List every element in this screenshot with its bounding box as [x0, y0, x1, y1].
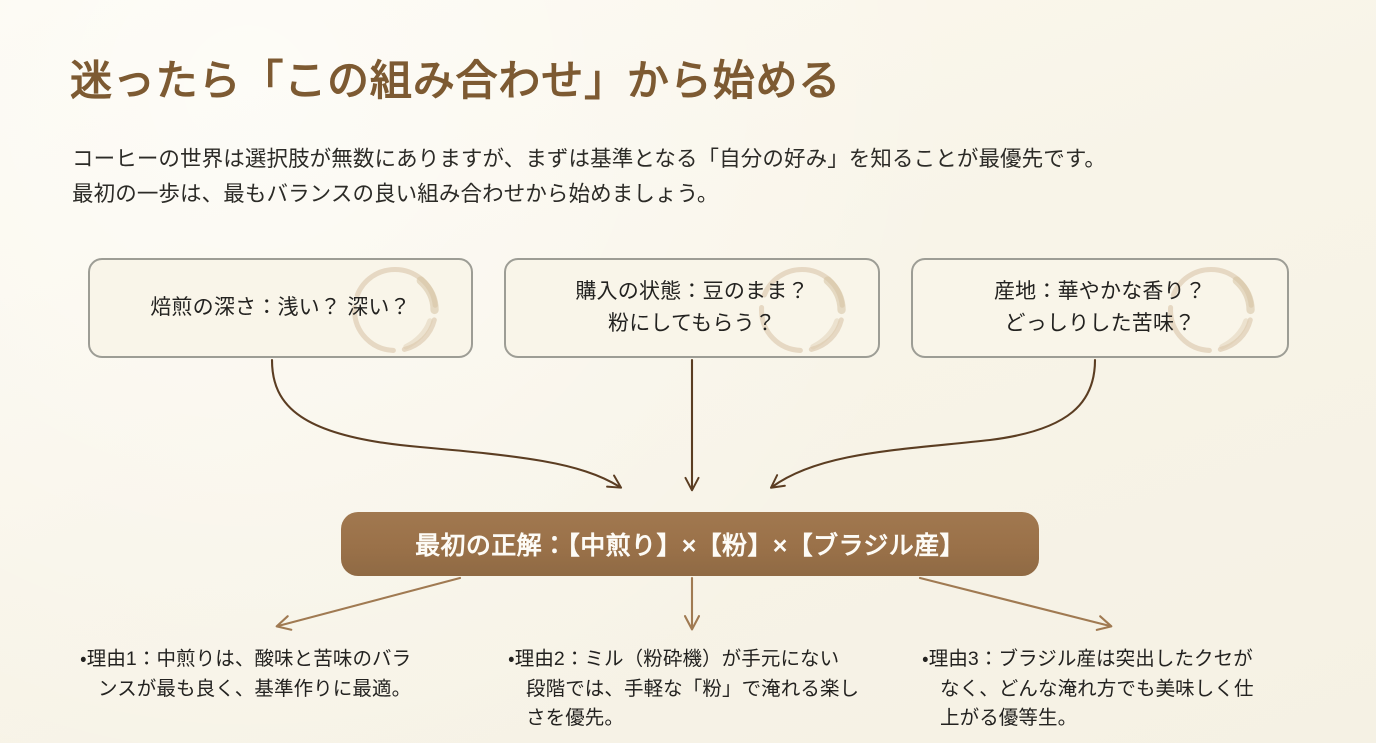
- arrow-origin-to-banner: [769, 358, 1097, 489]
- reason-item-3: ・理由3：ブラジル産は突出したクセが なく、どんな淹れ方でも美味しく仕 上がる優…: [922, 645, 1332, 734]
- reason-1-line-2: ンスが最も良く、基準作りに最適。: [98, 677, 412, 700]
- question-line-1: 産地：華やかな香り？: [993, 280, 1207, 304]
- question-card-origin[interactable]: 産地：華やかな香り？ どっしりした苦味？: [911, 258, 1289, 358]
- arrow-banner-to-reason-3: [918, 576, 1113, 631]
- arrow-roast-to-banner: [270, 358, 623, 489]
- reason-1-line-1: ・理由1：中煎りは、酸味と苦味のバラ: [80, 648, 412, 670]
- reason-2-line-1: ・理由2：ミル（粉砕機）が手元にない: [508, 648, 840, 670]
- question-card-text: 産地：華やかな香り？ どっしりした苦味？: [994, 276, 1206, 340]
- arrow-banner-to-reason-1: [275, 576, 462, 631]
- answer-banner-text: 最初の正解：【中煎り】×【粉】×【ブラジル産】: [415, 532, 965, 560]
- reason-2-line-3: さを優先。: [526, 707, 624, 730]
- question-line-2: どっしりした苦味？: [1004, 312, 1196, 335]
- reason-3-line-1: ・理由3：ブラジル産は突出したクセが: [922, 648, 1253, 670]
- question-card-text: 購入の状態：豆のまま？ 粉にしてもらう？: [575, 276, 808, 340]
- reason-3-line-2: なく、どんな淹れ方でも美味しく仕: [940, 677, 1254, 700]
- question-card-purchase-state[interactable]: 購入の状態：豆のまま？ 粉にしてもらう？: [504, 258, 880, 358]
- answer-banner[interactable]: 最初の正解：【中煎り】×【粉】×【ブラジル産】: [341, 512, 1039, 576]
- question-line-1: 焙煎の深さ：浅い？ 深い？: [150, 296, 411, 320]
- question-line-1: 購入の状態：豆のまま？: [575, 280, 809, 304]
- question-line-2: 粉にしてもらう？: [608, 312, 776, 335]
- reason-2-line-2: 段階では、手軽な「粉」で淹れる楽し: [526, 677, 860, 700]
- question-card-text: 焙煎の深さ：浅い？ 深い？: [150, 292, 411, 324]
- intro-line-1: コーヒーの世界は選択肢が無数にありますが、まずは基準となる「自分の好み」を知るこ…: [72, 147, 1106, 171]
- intro-paragraph: コーヒーの世界は選択肢が無数にありますが、まずは基準となる「自分の好み」を知るこ…: [72, 142, 1317, 212]
- reason-item-1: ・理由1：中煎りは、酸味と苦味のバラ ンスが最も良く、基準作りに最適。: [80, 645, 480, 704]
- reason-item-2: ・理由2：ミル（粉砕機）が手元にない 段階では、手軽な「粉」で淹れる楽し さを優…: [508, 645, 908, 734]
- question-card-roast-level[interactable]: 焙煎の深さ：浅い？ 深い？: [88, 258, 473, 358]
- reason-3-line-3: 上がる優等生。: [940, 707, 1078, 730]
- page-title: 迷ったら「この組み合わせ」から始める: [70, 59, 842, 105]
- intro-line-2: 最初の一歩は、最もバランスの良い組み合わせから始めましょう。: [72, 181, 719, 206]
